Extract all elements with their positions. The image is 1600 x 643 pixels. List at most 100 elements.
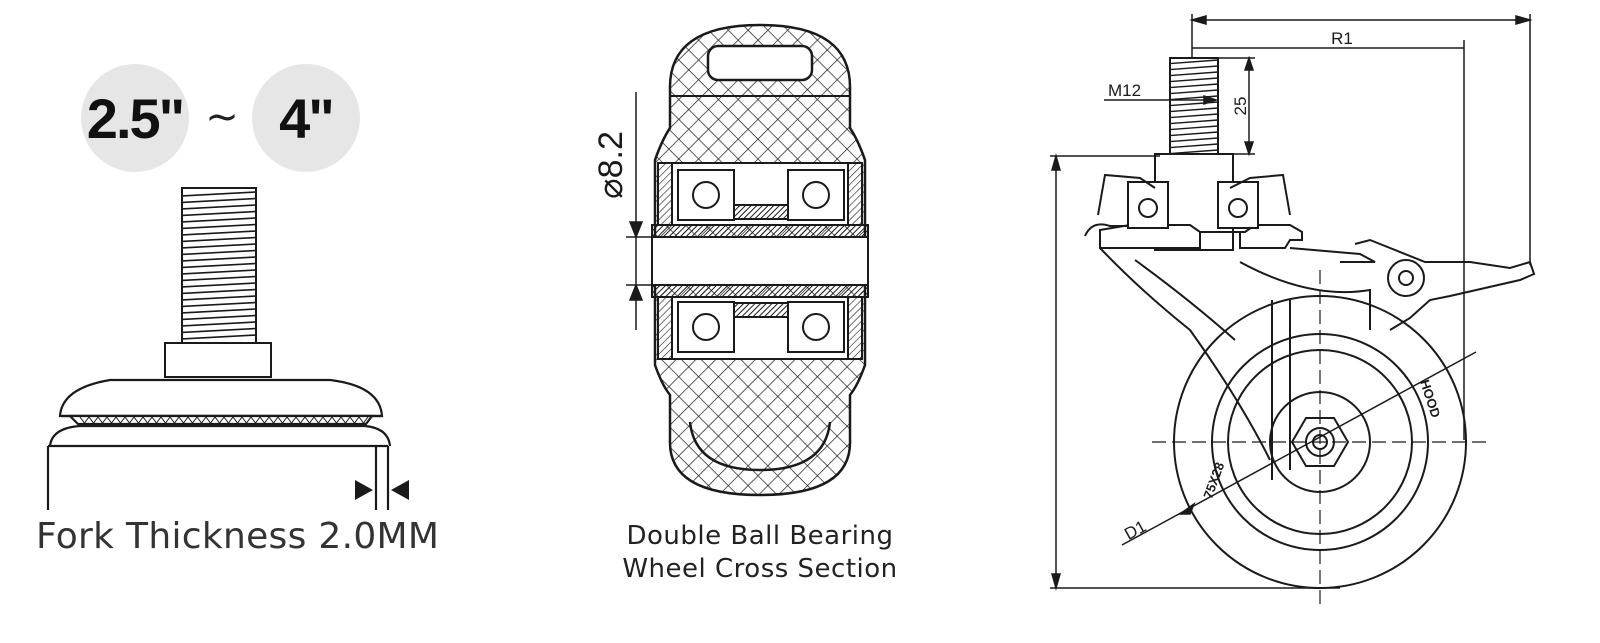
ball-bearing-bottom-left bbox=[692, 313, 720, 341]
thread-size-label: M12 bbox=[1108, 81, 1141, 100]
plate-tooth bbox=[97, 416, 108, 424]
plate-tooth bbox=[115, 416, 126, 424]
thread-line bbox=[181, 295, 257, 301]
hub-section bbox=[651, 162, 869, 360]
bearing-caption-line1: Double Ball Bearing bbox=[626, 521, 894, 551]
plate-tooth bbox=[358, 416, 369, 424]
plate-tooth bbox=[142, 416, 153, 424]
thread-line bbox=[1169, 119, 1219, 125]
fork bbox=[1099, 247, 1371, 480]
thread-line bbox=[181, 308, 257, 314]
thread-line bbox=[181, 249, 257, 256]
plate-tooth bbox=[124, 416, 135, 424]
thread-line bbox=[1169, 65, 1219, 71]
thread-line bbox=[1169, 59, 1219, 65]
ball-bearing-top-right bbox=[802, 181, 830, 209]
thread-line bbox=[181, 204, 257, 210]
thread-line bbox=[181, 262, 257, 269]
thickness-arrows bbox=[355, 480, 409, 500]
plate-tooth bbox=[232, 416, 243, 424]
plate-tooth bbox=[178, 416, 189, 424]
fork-thickness-caption: Fork Thickness 2.0MM bbox=[36, 516, 440, 557]
plate-tooth bbox=[106, 416, 117, 424]
stem-dimensions bbox=[1104, 55, 1255, 157]
plate-tooth bbox=[277, 416, 288, 424]
brand-label: HOOD bbox=[1417, 378, 1443, 420]
plate-tooth bbox=[331, 416, 342, 424]
thread-line bbox=[1169, 77, 1219, 83]
plate-tooth bbox=[349, 416, 360, 424]
thread-line bbox=[181, 327, 257, 334]
axle-dimension bbox=[626, 92, 658, 330]
thread-line bbox=[181, 314, 257, 321]
plate-tooth bbox=[88, 416, 99, 424]
d1-label: D1 bbox=[1121, 517, 1149, 544]
thread-line bbox=[181, 282, 257, 288]
ball-bearing-bottom-right bbox=[802, 313, 830, 341]
size-badge-max-bg bbox=[252, 64, 360, 172]
plate-tooth bbox=[79, 416, 90, 424]
stem-detail-panel: 2.5" ~ 4" Fork Thickness 2.0 bbox=[0, 0, 470, 638]
size-badge-min-bg bbox=[81, 64, 189, 172]
thread-line bbox=[1169, 71, 1219, 77]
thread-line bbox=[181, 243, 257, 249]
thread-line bbox=[181, 197, 257, 204]
caster-side-view: R1 M12 25 75X28 HOOD D1 bbox=[1050, 14, 1536, 605]
plate-tooth bbox=[286, 416, 297, 424]
stem-length-label: 25 bbox=[1231, 97, 1250, 116]
plate-tooth bbox=[151, 416, 162, 424]
thread-line bbox=[181, 191, 257, 197]
plate-tooth bbox=[214, 416, 225, 424]
thread-line bbox=[1169, 89, 1219, 95]
size-badge-min: 2.5" bbox=[87, 87, 183, 150]
plate-tooth bbox=[250, 416, 261, 424]
swivel-head bbox=[1084, 173, 1303, 249]
thread-line bbox=[1169, 131, 1219, 137]
bearing-caption-line2: Wheel Cross Section bbox=[622, 554, 898, 584]
plate-tooth bbox=[241, 416, 252, 424]
d1-dimension bbox=[1121, 351, 1477, 546]
thread-line bbox=[181, 275, 257, 282]
thread-line bbox=[1169, 137, 1219, 143]
size-badge-max: 4" bbox=[279, 87, 333, 150]
plate-tooth bbox=[187, 416, 198, 424]
thread-line bbox=[181, 334, 257, 340]
plate-tooth bbox=[160, 416, 171, 424]
plate-tooth bbox=[322, 416, 333, 424]
plate-tooth bbox=[196, 416, 207, 424]
thread-line bbox=[181, 230, 257, 236]
thread-line bbox=[1169, 125, 1219, 131]
plate-tooth bbox=[304, 416, 315, 424]
thread-line bbox=[181, 256, 257, 262]
thread-line bbox=[1169, 83, 1219, 89]
plate-tooth bbox=[259, 416, 270, 424]
thread-line bbox=[181, 210, 257, 217]
bearing-section-panel: ⌀8.2 Double Ball Bearing Wheel Cross Sec… bbox=[560, 0, 960, 638]
plate-tooth bbox=[169, 416, 180, 424]
stem-detail-drawing: 2.5" ~ 4" bbox=[46, 64, 409, 510]
plate-tooth bbox=[313, 416, 324, 424]
thread-line bbox=[1169, 95, 1219, 101]
plate-tooth bbox=[205, 416, 216, 424]
thread-line bbox=[1169, 107, 1219, 113]
bearing-caption: Double Ball Bearing Wheel Cross Section bbox=[600, 520, 920, 586]
caster-side-view-panel: R1 M12 25 75X28 HOOD D1 bbox=[1040, 0, 1600, 638]
thread-line bbox=[1169, 143, 1219, 149]
plate-tooth bbox=[340, 416, 351, 424]
threaded-stem bbox=[164, 187, 272, 378]
brake-lever bbox=[1289, 238, 1536, 331]
thread-line bbox=[181, 321, 257, 327]
plate-tooth bbox=[223, 416, 234, 424]
height-dimension bbox=[1050, 153, 1340, 591]
plate-tooth bbox=[133, 416, 144, 424]
wheel-size-label: 75X28 bbox=[1200, 460, 1227, 500]
thread-line bbox=[1169, 113, 1219, 119]
plate-tooth bbox=[295, 416, 306, 424]
size-separator: ~ bbox=[205, 94, 239, 140]
thread-line bbox=[181, 223, 257, 230]
wheel-cross-section: ⌀8.2 bbox=[592, 23, 869, 497]
r1-label: R1 bbox=[1331, 29, 1353, 48]
thread-line bbox=[181, 217, 257, 223]
ball-bearing-top-left bbox=[692, 181, 720, 209]
axle-diameter-label: ⌀8.2 bbox=[592, 131, 630, 199]
